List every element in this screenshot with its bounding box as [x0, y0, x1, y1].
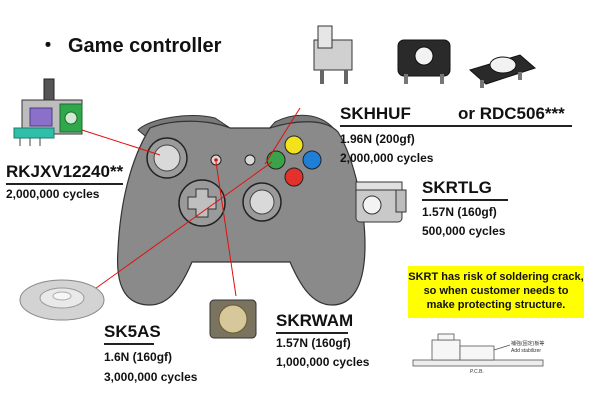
- game-controller-illustration: [116, 114, 366, 306]
- skrtlg-force: 1.57N (160gf): [422, 205, 497, 219]
- note-line: make protecting structure.: [426, 299, 566, 311]
- stabilizer-label-en: Add stabilizer: [511, 348, 541, 354]
- dpad-cross: [187, 188, 217, 218]
- skhhuf-force: 1.96N (200gf): [340, 132, 415, 146]
- rkjxv-name: RKJXV12240**: [6, 162, 124, 185]
- skhhuf-heading: SKHHUF or RDC506***: [340, 104, 572, 127]
- rdc506-sensor-image-2: [468, 54, 536, 88]
- pointer-sk5as: [84, 161, 273, 297]
- skrtlg-name: SKRTLG: [422, 178, 508, 201]
- stabilizer-label-jp: 補強(固定)板等: [511, 340, 544, 347]
- skhhuf-name: SKHHUF: [340, 104, 411, 123]
- pointer-skhhuf: [264, 107, 301, 165]
- right-stick-cap: [249, 189, 275, 215]
- select-button-dot: [214, 158, 218, 162]
- page-title: ・ Game controller: [38, 29, 221, 58]
- pointer-lines: [81, 107, 301, 297]
- sk5as-name: SK5AS: [104, 322, 161, 345]
- left-stick-cap: [153, 144, 181, 172]
- skrwam-life: 1,000,000 cycles: [276, 355, 370, 369]
- pcb-label: P.C.B.: [470, 369, 484, 375]
- skrwam-name: SKRWAM: [276, 311, 353, 334]
- skhhuf-switch-image: [313, 25, 353, 84]
- stabilizer-drawing: 補強(固定)板等 Add stabilizer P.C.B.: [412, 333, 544, 375]
- skrwam-force: 1.57N (160gf): [276, 336, 351, 350]
- button-yellow: [284, 135, 304, 155]
- rdc506-name: or RDC506***: [458, 104, 565, 123]
- rkjxv-joystick-image: [13, 78, 83, 146]
- button-green: [266, 150, 286, 170]
- sk5as-dome-image: [19, 279, 105, 321]
- title-text: Game controller: [68, 35, 222, 57]
- button-red: [284, 167, 304, 187]
- skhhuf-life: 2,000,000 cycles: [340, 151, 434, 165]
- pointer-rkjxv: [81, 129, 161, 156]
- start-button: [244, 154, 256, 166]
- skrtlg-switch-image: [355, 181, 407, 223]
- skrtlg-life: 500,000 cycles: [422, 224, 506, 238]
- button-blue: [302, 150, 322, 170]
- note-line: so when customer needs to: [423, 285, 569, 297]
- rdc506-sensor-image-1: [397, 39, 451, 84]
- sk5as-force: 1.6N (160gf): [104, 350, 173, 364]
- pointer-skrwam: [215, 161, 237, 297]
- note-line: SKRT has risk of soldering crack,: [408, 271, 584, 283]
- rkjxv-life: 2,000,000 cycles: [6, 187, 100, 201]
- bullet-icon: ・: [38, 35, 58, 57]
- skrwam-switch-image: [209, 299, 257, 339]
- sk5as-life: 3,000,000 cycles: [104, 370, 198, 384]
- soldering-warning-note: SKRT has risk of soldering crack, so whe…: [408, 266, 584, 318]
